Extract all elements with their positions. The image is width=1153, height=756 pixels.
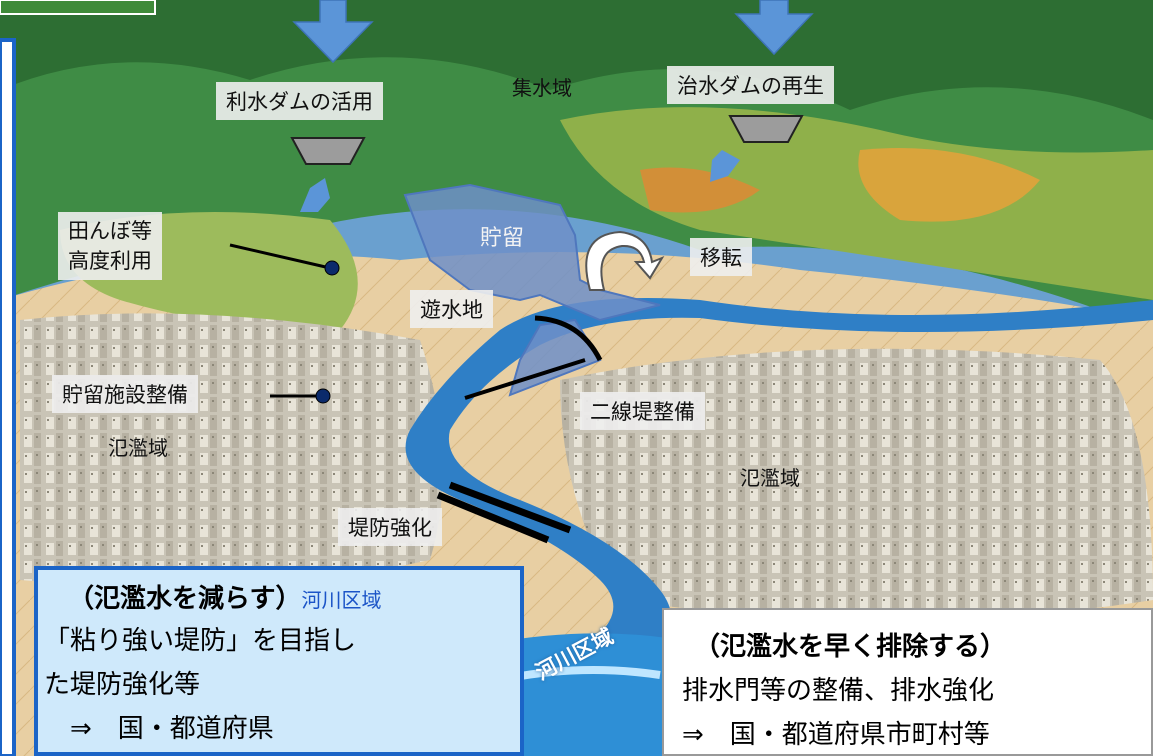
catchment-label: 集水域	[512, 76, 572, 100]
storage-label: 貯留	[480, 226, 525, 251]
floodplain-left-label: 氾濫域	[108, 436, 168, 460]
paddy-label: 田んぼ等 高度利用	[58, 212, 162, 280]
pin-icon	[324, 260, 340, 276]
irrigation-dam-label: 利水ダムの活用	[216, 82, 383, 120]
box-left-tag: 河川区域	[301, 588, 382, 612]
secondary-levee-label: 二線堤整備	[580, 392, 705, 430]
dam-icon	[290, 137, 366, 165]
floodplain-right-label: 氾濫域	[740, 466, 800, 490]
flood-reduction-box: （氾濫水を減らす）河川区域 「粘り強い堤防」を目指し た堤防強化等 ⇒ 国・都道…	[34, 566, 524, 756]
levee-strengthen-label: 堤防強化	[338, 508, 442, 546]
flood-dam-label: 治水ダムの再生	[667, 66, 834, 104]
down-arrow-icon	[734, 0, 814, 56]
drainage-box: （氾濫水を早く排除する） 排水門等の整備、排水強化 ⇒ 国・都道府県市町村等	[662, 608, 1153, 756]
retarding-basin-label: 遊水地	[410, 290, 493, 328]
dam-icon	[728, 115, 804, 143]
box-right-line1: 排水門等の整備、排水強化	[682, 676, 995, 706]
box-right-heading: （氾濫水を早く排除する）	[694, 632, 1007, 662]
curved-arrow-icon	[585, 230, 665, 291]
box-right-line2: ⇒ 国・都道府県市町村等	[682, 720, 990, 750]
box-left-line2: た堤防強化等	[44, 670, 201, 700]
box-left-heading: （氾濫水を減らす）	[68, 584, 302, 614]
storage-facility-label: 貯留施設整備	[52, 375, 198, 413]
down-arrow-icon	[292, 0, 374, 64]
box-left-line3: ⇒ 国・都道府県	[44, 714, 274, 744]
relocation-label: 移転	[690, 238, 752, 276]
box-left-line1: 「粘り強い堤防」を目指し	[44, 626, 357, 656]
